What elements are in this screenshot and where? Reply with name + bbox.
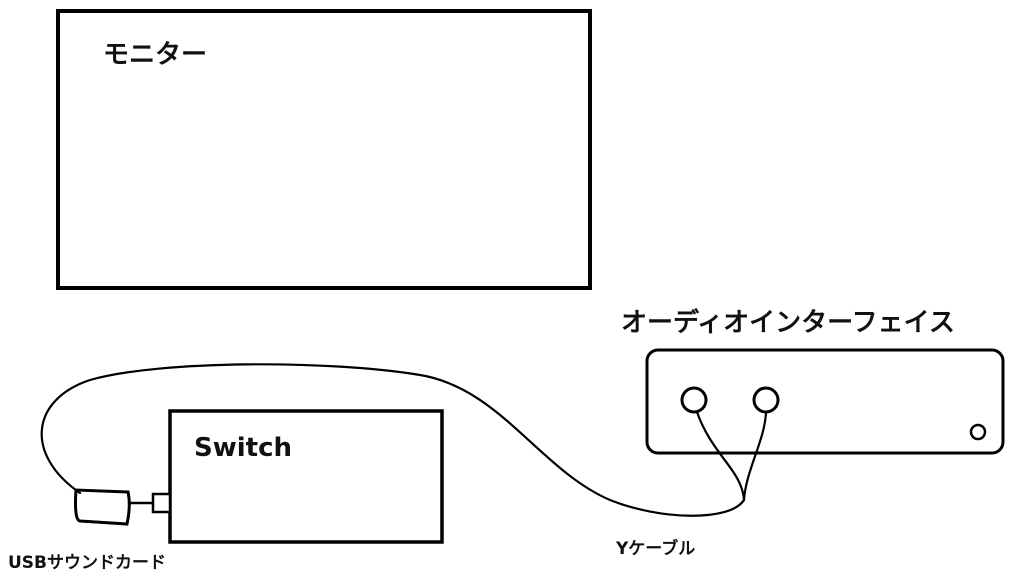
monitor-label: モニター	[103, 40, 207, 70]
usb-plug	[151, 492, 172, 514]
usb-sound-card-label: USBサウンドカード	[8, 553, 166, 573]
switch-box	[168, 409, 444, 544]
switch-device: Switch	[168, 409, 444, 544]
switch-label: Switch	[194, 433, 292, 463]
y-cable-left-branch	[695, 410, 746, 502]
audio-interface-box	[645, 348, 1005, 455]
audio-interface: オーディオインターフェイス	[621, 307, 1005, 455]
usb-sound-card: USBサウンドカード	[8, 488, 172, 573]
y-cable-label: Yケーブル	[615, 538, 695, 559]
audio-interface-label: オーディオインターフェイス	[621, 307, 955, 338]
input-jack-right	[752, 386, 780, 414]
input-jack-left	[680, 386, 708, 414]
monitor: モニター	[56, 9, 592, 290]
y-cable-right-branch	[742, 410, 768, 502]
monitor-box	[56, 9, 592, 290]
audio-cable	[40, 363, 746, 517]
cables: Yケーブル	[40, 363, 768, 559]
power-led	[969, 423, 987, 441]
usb-sound-card-body	[74, 488, 131, 526]
